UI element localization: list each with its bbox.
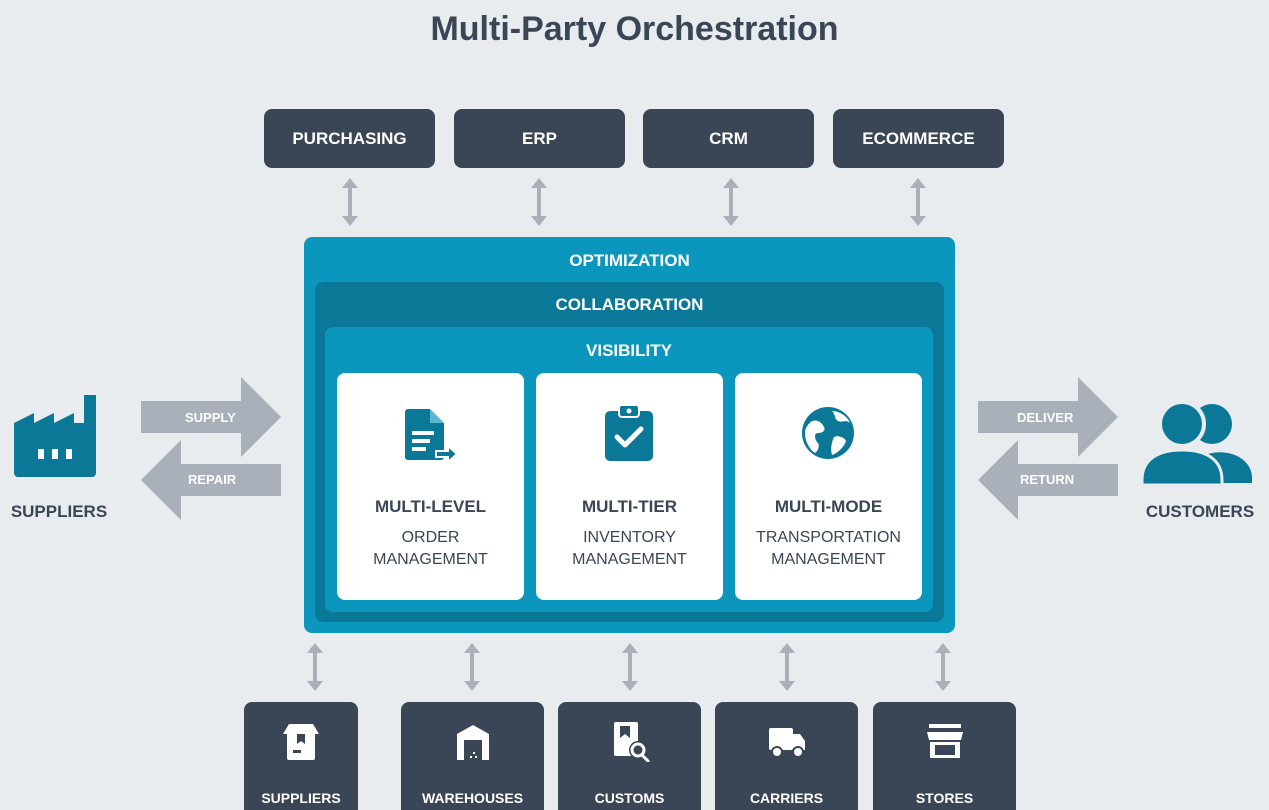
factory-icon — [14, 395, 96, 477]
carriers-connector — [779, 643, 795, 691]
document-icon — [405, 409, 459, 463]
deliver-label: DELIVER — [1017, 410, 1074, 425]
bottom-suppliers-box[interactable]: SUPPLIERS — [244, 702, 358, 810]
warehouses-connector — [464, 643, 480, 691]
optimization-label: OPTIMIZATION — [569, 251, 690, 270]
warehouse-icon — [456, 725, 489, 760]
bottom-stores-box[interactable]: STORES — [873, 702, 1016, 810]
repair-arrow — [141, 440, 281, 520]
return-arrow — [978, 440, 1118, 520]
customs-inspect-icon — [613, 722, 649, 762]
card-title: MULTI-MODE — [774, 497, 883, 516]
bottom-label: CARRIERS — [749, 790, 824, 806]
ecommerce-box[interactable]: ECOMMERCE — [833, 109, 1004, 168]
card-title: MULTI-LEVEL — [374, 497, 487, 516]
bottom-carriers-box[interactable]: CARRIERS — [715, 702, 858, 810]
supply-label: SUPPLY — [185, 410, 236, 425]
bottom-label: SUPPLIERS — [261, 790, 341, 806]
bottom-warehouses-box[interactable]: WAREHOUSES — [401, 702, 544, 810]
globe-icon — [802, 407, 854, 459]
card-title: MULTI-TIER — [581, 497, 678, 516]
purchasing-box[interactable]: PURCHASING — [264, 109, 435, 168]
repair-label: REPAIR — [188, 472, 237, 487]
purchasing-connector — [342, 178, 358, 226]
deliver-arrow — [978, 377, 1118, 457]
ecommerce-connector — [910, 178, 926, 226]
suppliers-label: SUPPLIERS — [10, 502, 108, 521]
package-icon — [283, 724, 319, 760]
collaboration-label: COLLABORATION — [555, 295, 704, 314]
people-icon — [1140, 400, 1252, 485]
return-label: RETURN — [1020, 472, 1075, 487]
erp-connector — [531, 178, 547, 226]
page-title: Multi-Party Orchestration — [430, 10, 839, 48]
suppliers-connector — [307, 643, 323, 691]
customers-label: CUSTOMERS — [1145, 502, 1255, 521]
bottom-label: CUSTOMS — [594, 790, 665, 806]
customs-connector — [622, 643, 638, 691]
erp-box[interactable]: ERP — [454, 109, 625, 168]
supply-arrow — [141, 377, 281, 457]
crm-box[interactable]: CRM — [643, 109, 814, 168]
clipboard-check-icon — [605, 404, 653, 461]
bottom-label: STORES — [915, 790, 974, 806]
visibility-label: VISIBILITY — [586, 341, 672, 360]
stores-connector — [935, 643, 951, 691]
bottom-customs-box[interactable]: CUSTOMS — [558, 702, 701, 810]
bottom-label: WAREHOUSES — [421, 790, 524, 806]
truck-icon — [768, 728, 805, 758]
store-icon — [926, 724, 963, 758]
crm-connector — [723, 178, 739, 226]
